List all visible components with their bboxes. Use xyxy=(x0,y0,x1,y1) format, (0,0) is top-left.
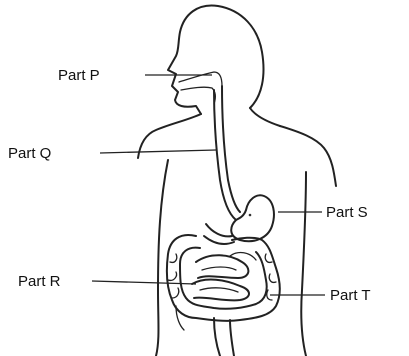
part-labels: Part P Part Q Part R Part S Part T xyxy=(8,67,371,304)
oesophagus xyxy=(214,86,240,220)
label-part-s: Part S xyxy=(326,204,368,221)
label-part-q: Part Q xyxy=(8,145,51,162)
large-intestine xyxy=(167,235,280,356)
neck-outline xyxy=(250,108,280,126)
leader-part-q xyxy=(100,150,216,153)
duodenum xyxy=(206,224,232,236)
label-part-p: Part P xyxy=(58,67,100,84)
leader-lines xyxy=(92,75,325,295)
right-torso-outline xyxy=(301,172,306,356)
label-part-t: Part T xyxy=(330,287,371,304)
small-intestine xyxy=(192,253,256,301)
oral-cavity xyxy=(179,72,222,104)
label-part-r: Part R xyxy=(18,273,61,290)
stomach-dot xyxy=(249,214,252,217)
stomach xyxy=(231,195,274,241)
left-torso-outline xyxy=(156,160,168,356)
body-outline xyxy=(138,6,336,356)
right-shoulder-outline xyxy=(280,126,336,186)
